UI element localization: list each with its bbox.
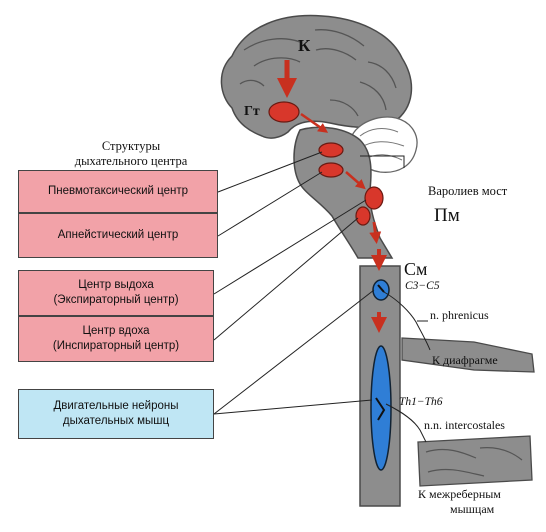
pneumotaxic-nucleus [318, 142, 344, 158]
label-pons: Варолиев мост [428, 184, 508, 198]
brainstem [293, 126, 394, 259]
motor-neuron-marks [375, 284, 386, 421]
inspiratory-nucleus [355, 206, 371, 226]
label-to-diaphragm: К диафрагме [432, 353, 498, 367]
motor-nucleus-thoracic [370, 345, 392, 471]
structures-title-line2: дыхательного центра [74, 154, 188, 168]
label-cervical-segments: C3−C5 [405, 280, 440, 292]
hypothalamus-nucleus [268, 101, 300, 123]
expiratory-nucleus [364, 186, 384, 210]
box-inspiratory-center: Центр вдоха (Инспираторный центр) [18, 316, 214, 362]
diaphragm-branch [401, 337, 535, 373]
structures-title: Структуры дыхательного центра [66, 139, 196, 169]
label-hypothalamus: Гт [244, 104, 260, 119]
label-pons-abbr: Пм [434, 205, 460, 226]
box-apneustic-center-label: Апнейстический центр [57, 229, 179, 241]
box-pneumotaxic-center-label: Пневмотаксический центр [48, 185, 188, 197]
box-apneustic-center: Апнейстический центр [18, 213, 218, 258]
label-cortex: К [298, 36, 311, 55]
intercostal-muscle [417, 435, 533, 487]
box-inspiratory-center-line1: Центр вдоха [82, 325, 150, 337]
box-expiratory-center-line1: Центр выдоха [78, 279, 154, 291]
box-respiratory-motor-neurons: Двигательные нейроны дыхательных мышц [18, 389, 214, 439]
label-to-intercostal-line1: К межреберным [418, 487, 501, 501]
box-expiratory-center-line2: (Экспираторный центр) [53, 294, 179, 306]
box-inspiratory-center-line2: (Инспираторный центр) [52, 340, 180, 352]
apneustic-nucleus [318, 162, 344, 178]
box-motor-neurons-line1: Двигательные нейроны [53, 400, 179, 412]
label-to-intercostal-line2: мышцам [450, 502, 495, 516]
leader-lines [213, 151, 431, 443]
structures-title-line1: Структуры [101, 139, 161, 153]
box-motor-neurons-line2: дыхательных мышц [62, 415, 170, 427]
label-phrenic-nerve: n. phrenicus [430, 308, 489, 322]
label-thoracic-segments: Th1−Th6 [399, 396, 443, 408]
gyri [239, 29, 397, 117]
signal-arrows [277, 60, 387, 333]
intercostal-fibers [425, 447, 523, 477]
label-intercostal-nerves: n.n. intercostales [424, 418, 505, 432]
box-pneumotaxic-center: Пневмотаксический центр [18, 170, 218, 213]
cerebrum [220, 14, 413, 139]
box-expiratory-center: Центр выдоха (Экспираторный центр) [18, 270, 214, 316]
label-spinal-cord: См [404, 259, 428, 279]
